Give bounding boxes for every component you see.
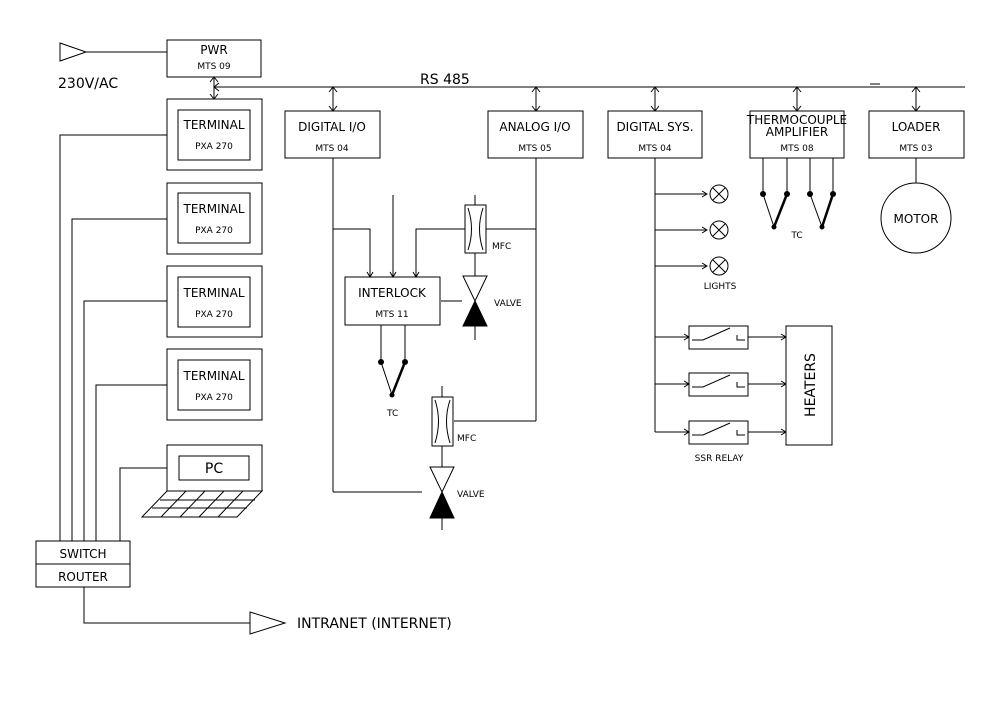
valve-lower-top-icon [429,466,455,494]
loader-model: MTS 03 [899,144,932,154]
interlock-label: INTERLOCK [358,286,427,300]
heaters: HEATERS [785,325,833,446]
ssr-relay-3 [688,420,749,445]
pwr-unit-model: MTS 09 [197,62,231,72]
switch-router: SWITCH ROUTER [35,540,131,588]
pwr-unit: PWR MTS 09 [166,39,262,78]
motor-label: MOTOR [894,212,939,226]
mfc-upper-icon [467,207,484,251]
power-input: 230V/AC [58,42,167,92]
relay-switch-icon [692,327,745,341]
pc-label: PC [205,461,223,477]
terminal-3: TERMINAL PXA 270 [166,265,263,338]
digital-sys-wiring [654,158,787,436]
rs485-bus: RS 485 [213,72,965,92]
thermocouple-label-line2: AMPLIFIER [766,125,828,139]
bus-drops [328,86,921,112]
terminal-1-model: PXA 270 [195,142,233,152]
keyboard-icon [140,490,264,518]
thermocouple-amplifier-module: THERMOCOUPLE AMPLIFIER MTS 08 [746,110,847,159]
digital-io-model: MTS 04 [315,144,349,154]
lights: LIGHTS [704,184,737,292]
pwr-unit-label: PWR [200,43,227,57]
terminal-4-model: PXA 270 [195,393,233,403]
digital-sys-module: DIGITAL SYS. MTS 04 [607,110,703,159]
terminal-2-model: PXA 270 [195,226,233,236]
valve-lower: VALVE [429,466,485,519]
analog-io-module: ANALOG I/O MTS 05 [487,110,584,159]
tc-amplifier-label: TC [790,231,802,241]
valve-upper-top-icon [462,275,488,303]
terminal-1: TERMINAL PXA 270 [166,98,263,171]
tc-probe-1-icon [762,193,775,228]
terminal-2: TERMINAL PXA 270 [166,182,263,255]
valve-lower-label: VALVE [457,490,485,500]
valve-lower-bottom-icon [429,490,455,519]
mfc-upper: MFC [464,204,511,254]
switch-label: SWITCH [59,547,106,561]
power-input-arrow-icon [59,42,88,62]
intranet-output: INTRANET (INTERNET) [249,611,452,635]
terminal-2-label: TERMINAL [182,202,244,216]
valve-upper-bottom-icon [462,299,488,327]
light-1-icon [709,184,729,204]
heaters-label: HEATERS [803,353,819,417]
router-label: ROUTER [58,570,108,584]
mfc-upper-label: MFC [492,242,511,252]
tc-interlock-label: TC [386,409,398,419]
ssr-relay-label: SSR RELAY [695,454,744,464]
motor: MOTOR [880,182,952,254]
relay-switch-icon [692,374,745,388]
loader-label: LOADER [892,120,941,134]
analog-io-label: ANALOG I/O [499,120,570,134]
digital-io-label: DIGITAL I/O [298,120,366,134]
terminal-1-label: TERMINAL [182,118,244,132]
lights-label: LIGHTS [704,282,737,292]
loader-module: LOADER MTS 03 [868,110,965,159]
ssr-relay-1 [688,325,749,350]
terminal-4: TERMINAL PXA 270 [166,348,263,421]
motor-icon [880,182,952,254]
pc-laptop: PC [140,444,264,518]
valve-upper-label: VALVE [494,299,522,309]
valve-upper: VALVE [462,275,522,327]
light-2-icon [709,220,729,240]
mfc-lower-label: MFC [457,434,476,444]
gas-wiring [332,158,537,530]
intranet-arrow-icon [249,611,287,635]
terminal-4-label: TERMINAL [182,369,244,383]
light-3-icon [709,256,729,276]
digital-sys-label: DIGITAL SYS. [616,120,693,134]
relay-switch-icon [692,422,745,436]
tc-amplifier-probes: TC [760,158,836,241]
ssr-relay-2 [688,372,749,397]
digital-io-module: DIGITAL I/O MTS 04 [284,110,381,159]
digital-sys-model: MTS 04 [638,144,672,154]
ssr-relays: SSR RELAY [688,325,749,464]
terminal-3-model: PXA 270 [195,310,233,320]
thermocouple-model: MTS 08 [780,144,814,154]
tc-interlock-icon [380,361,393,396]
mfc-lower: MFC [431,396,476,447]
rs485-bus-label: RS 485 [420,72,470,88]
network-wiring [59,134,250,624]
interlock-model: MTS 11 [375,310,408,320]
tc-probe-2-icon [809,193,823,228]
intranet-label: INTRANET (INTERNET) [297,616,452,632]
power-input-label: 230V/AC [58,76,118,92]
analog-io-model: MTS 05 [518,144,551,154]
tc-interlock: TC [378,325,408,419]
terminal-3-label: TERMINAL [182,286,244,300]
mfc-lower-icon [434,399,451,444]
interlock-module: INTERLOCK MTS 11 [344,276,441,326]
thermocouple-label-line1: THERMOCOUPLE [746,113,847,127]
